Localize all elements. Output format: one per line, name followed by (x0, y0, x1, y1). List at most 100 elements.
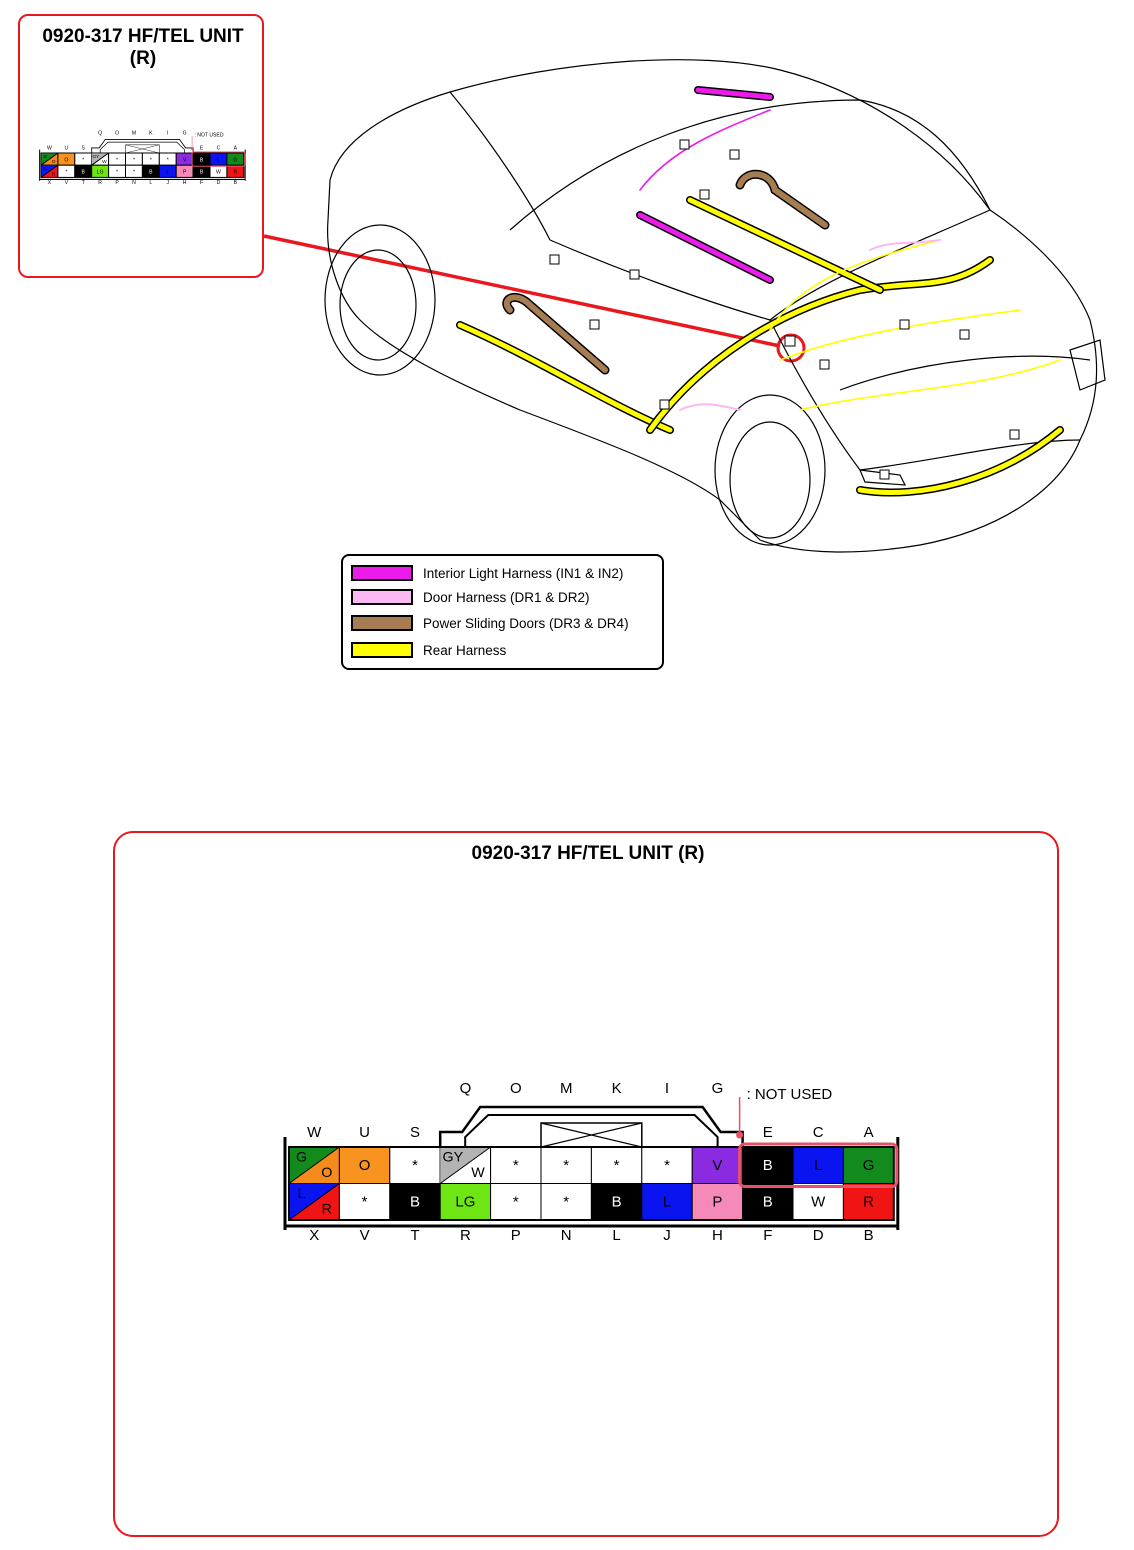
connector-block (699, 189, 710, 200)
pin-wire-color: * (614, 1157, 620, 1174)
pin-label-top: A (234, 146, 238, 152)
pin-wire-color: L (814, 1157, 822, 1174)
pin-label-bottom: H (712, 1227, 723, 1244)
pin-cell-B (842, 1183, 895, 1221)
pin-label-top: Q (98, 131, 102, 137)
connector-block (899, 319, 910, 330)
pin-wire-color: LG (97, 170, 104, 176)
pin-wire-color: * (133, 157, 135, 163)
pin-label-top: C (813, 1124, 824, 1141)
connector-block (629, 269, 640, 280)
pin-label-top: E (763, 1124, 773, 1141)
pin-label-top: G (712, 1080, 724, 1097)
connector-block (679, 139, 690, 150)
sliding-door-harness-rear (737, 171, 828, 228)
pin-wire-color: B (82, 170, 86, 176)
pin-wire-color: GY (92, 154, 100, 160)
legend-label: Interior Light Harness (IN1 & IN2) (423, 565, 624, 581)
pin-wire-color: * (563, 1194, 569, 1211)
pin-wire-color: V (712, 1157, 722, 1174)
pin-label-bottom: J (166, 180, 169, 186)
connector-block (659, 399, 670, 410)
pin-wire-color: * (116, 170, 118, 176)
pin-label-bottom: D (813, 1227, 824, 1244)
detail-title: 0920-317 HF/TEL UNIT (R) (471, 843, 705, 864)
sliding-door-harness-front (503, 294, 608, 373)
pin-label-top: E (200, 146, 204, 152)
pin-cell-L (590, 1183, 643, 1221)
pin-wire-color: B (149, 170, 153, 176)
rear-wheel-arch (714, 394, 826, 546)
pin-wire-color: B (763, 1194, 773, 1211)
pin-label-top: I (665, 1080, 669, 1097)
pin-label-top: A (864, 1124, 874, 1141)
legend-swatch (351, 589, 413, 605)
pin-label-bottom: L (149, 180, 152, 186)
pin-cell-D (792, 1183, 844, 1221)
hf-tel-connector (784, 335, 796, 347)
pin-cell-divider (288, 1183, 340, 1221)
pin-wire-color: L (298, 1186, 306, 1202)
pin-wire-color: * (563, 1157, 569, 1174)
pin-label-top: W (307, 1124, 322, 1141)
pin-label-top: G (183, 131, 187, 137)
pin-wire-color: R (234, 170, 238, 176)
pin-wire-color: P (712, 1194, 722, 1211)
pin-wire-color: * (167, 157, 169, 163)
pin-label-bottom: F (763, 1227, 772, 1244)
pin-wire-color: LG (455, 1194, 475, 1211)
not-used-dot (736, 1131, 744, 1139)
pin-cell-M (540, 1146, 592, 1184)
pin-wire-color: V (183, 157, 187, 163)
pin-wire-color: * (133, 170, 135, 176)
pin-label-bottom: N (132, 180, 136, 186)
pin-wire-color: G (233, 157, 237, 163)
pin-cell-G (691, 1146, 744, 1184)
pin-label-top: S (82, 146, 86, 152)
pin-label-bottom: V (360, 1227, 370, 1244)
pin-wire-color: W (102, 159, 107, 165)
pin-wire-color: G (43, 154, 47, 160)
rear-harness-branches (769, 239, 1061, 411)
trunk-line (839, 355, 1091, 391)
legend-label: Rear Harness (423, 642, 507, 658)
harness-legend: Interior Light Harness (IN1 & IN2) Door … (341, 554, 664, 670)
not-used-highlight (738, 1142, 899, 1188)
pin-wire-color: B (410, 1194, 420, 1211)
pin-cell-K (590, 1146, 643, 1184)
pin-wire-color: G (296, 1150, 307, 1166)
pin-label-bottom: T (82, 180, 85, 186)
pin-wire-color: * (65, 170, 67, 176)
connector-face-outline (40, 152, 245, 178)
pin-wire-color: B (200, 170, 204, 176)
pin-wire-color: O (64, 157, 68, 163)
pin-label-top: M (132, 131, 136, 137)
legend-label: Door Harness (DR1 & DR2) (423, 589, 590, 605)
pin-cell-P (490, 1183, 542, 1221)
not-used-label: : NOT USED (194, 133, 223, 139)
legend-swatch (351, 615, 413, 631)
callout-title-line2: (R) (129, 48, 157, 69)
front-wheel-arch (324, 224, 436, 376)
pin-label-bottom: B (234, 180, 238, 186)
pin-wire-color: P (183, 170, 187, 176)
pin-wire-color: R (322, 1202, 332, 1218)
rear-harness-sill (457, 322, 673, 433)
pin-cell-J (641, 1183, 693, 1221)
pin-label-bottom: X (309, 1227, 319, 1244)
pin-label-top: Q (460, 1080, 472, 1097)
front-wheel (339, 249, 417, 361)
not-used-label: : NOT USED (747, 1086, 833, 1103)
legend-swatch (351, 565, 413, 581)
pin-label-bottom: P (115, 180, 119, 186)
pin-cell-H (691, 1183, 744, 1221)
rear-harness-roof (687, 197, 883, 293)
callout-title: 0920-317 HF/TEL UNIT (R) (20, 26, 266, 70)
pin-label-bottom: P (511, 1227, 521, 1244)
pin-label-top: O (115, 131, 119, 137)
pin-label-top: M (560, 1080, 573, 1097)
legend-label: Power Sliding Doors (DR3 & DR4) (423, 615, 629, 631)
pin-label-bottom: F (200, 180, 203, 186)
